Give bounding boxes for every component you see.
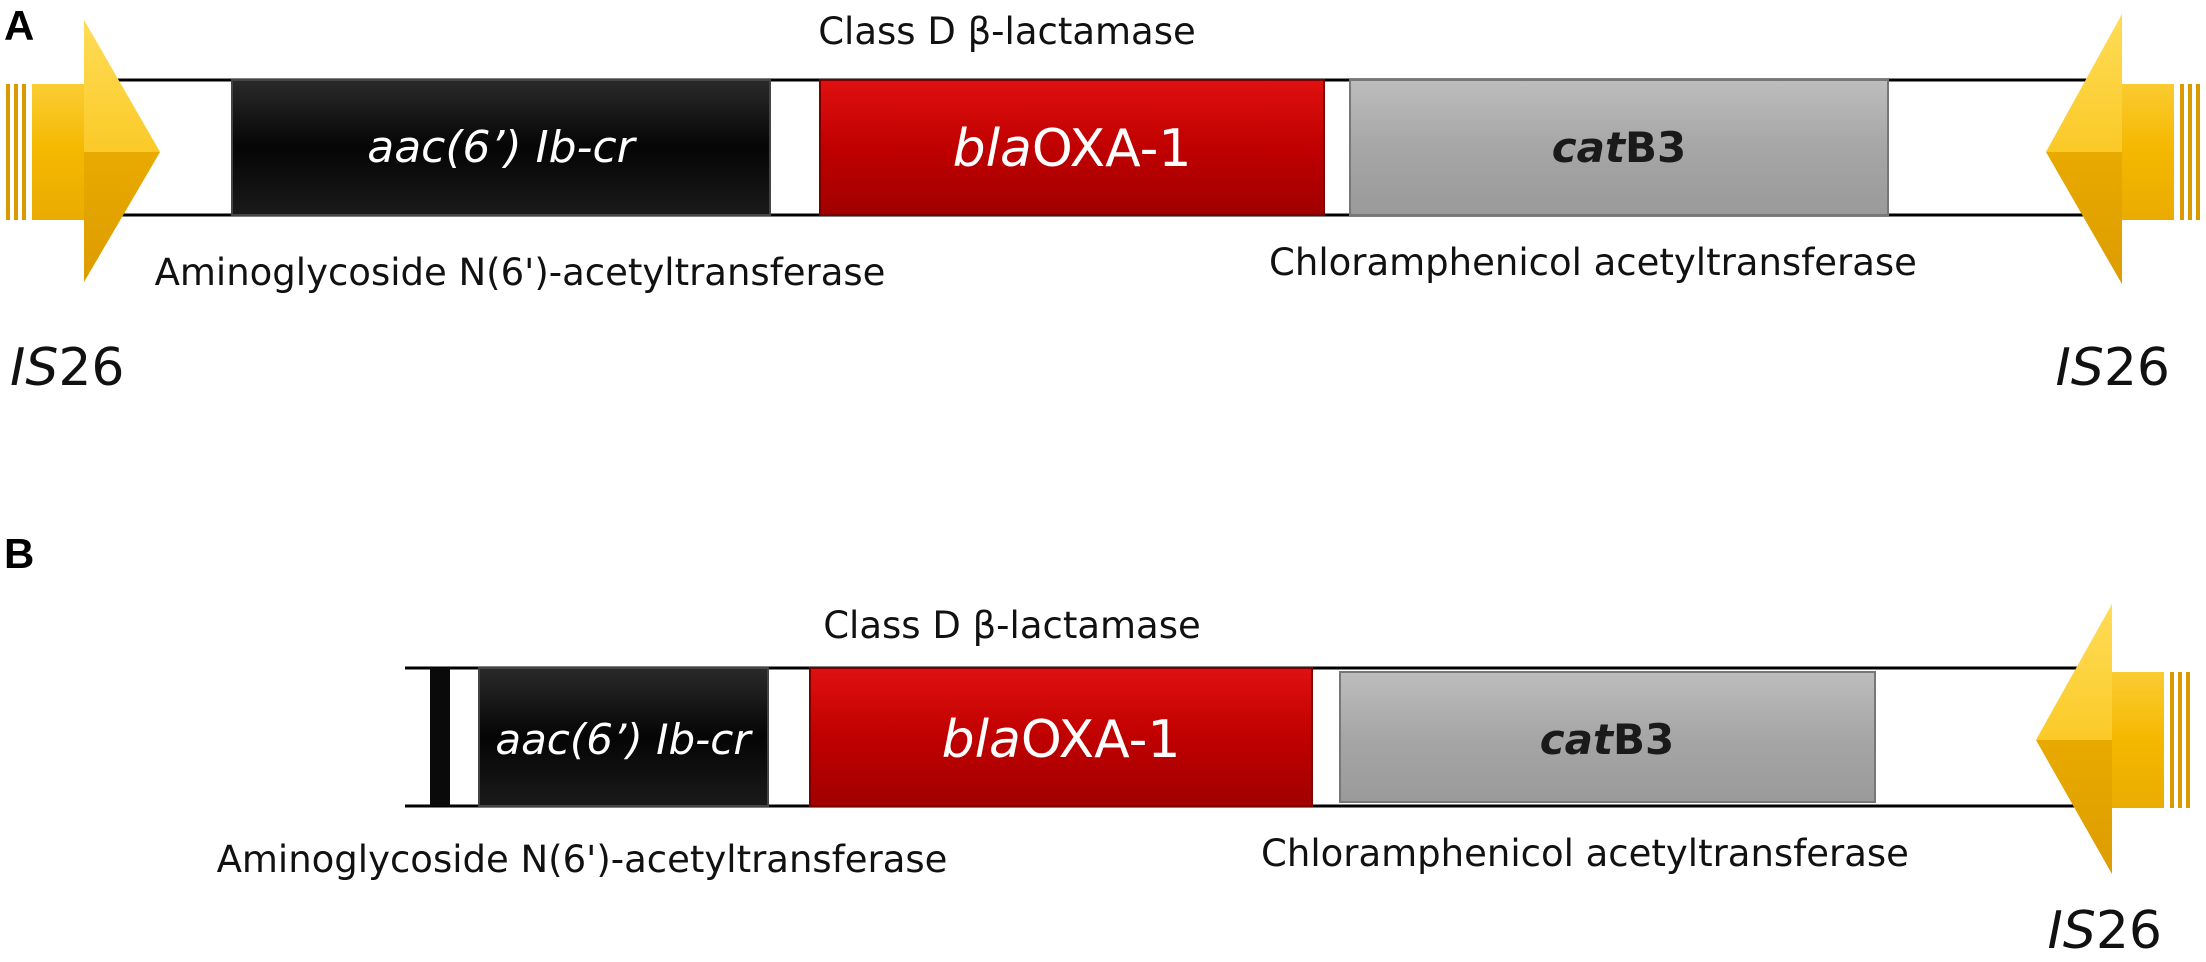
is26-label-right-plain: 26 — [2104, 338, 2170, 398]
is26-label-left: IS26 — [10, 338, 125, 398]
is26-label-right-italic: IS — [2055, 338, 2103, 398]
gene-label-aac: aac(6’) Ib-cr — [367, 122, 637, 173]
gene-label-cat: catB3 — [1552, 123, 1687, 172]
gene-caption-left: Aminoglycoside N(6')-acetyltransferase — [217, 838, 948, 881]
is26-label-right-plain: 26 — [2096, 901, 2162, 961]
panel-b: B Class D β-lactamase aac(6’) Ib-cr blaO… — [4, 530, 2190, 961]
gene-label-aac: aac(6’) Ib-cr — [495, 715, 753, 764]
gene-label-cat: catB3 — [1540, 715, 1675, 764]
gene-label-cat-italic: cat — [1540, 715, 1615, 764]
gene-box-cat: catB3 — [1349, 79, 1889, 216]
gene-box-bla: blaOXA-1 — [819, 79, 1325, 216]
is26-label-left-italic: IS — [10, 338, 58, 398]
is26-label-right-italic: IS — [2047, 901, 2095, 961]
panel-letter: A — [4, 2, 34, 49]
yellow-arrow-icon — [2036, 604, 2190, 874]
gene-box-aac: aac(6’) Ib-cr — [231, 79, 771, 216]
gene-label-cat-plain: B3 — [1613, 715, 1674, 764]
gene-box-aac: aac(6’) Ib-cr — [478, 667, 769, 807]
gene-caption-right: Chloramphenicol acetyltransferase — [1269, 241, 1917, 284]
panel-a: A Class D β-lactamase aac(6’) Ib- — [4, 2, 2200, 398]
gene-box-bla: blaOXA-1 — [809, 667, 1313, 807]
truncated-end-bar — [430, 668, 450, 806]
gene-caption-left: Aminoglycoside N(6')-acetyltransferase — [155, 251, 886, 294]
panel-letter: B — [4, 530, 34, 577]
gene-header-label: Class D β-lactamase — [818, 10, 1196, 53]
gene-label-bla-plain: OXA-1 — [1032, 119, 1192, 179]
gene-label-bla-plain: OXA-1 — [1021, 710, 1181, 770]
gene-label-cat-plain: B3 — [1625, 123, 1686, 172]
gene-label-cat-italic: cat — [1552, 123, 1627, 172]
gene-label-bla-italic: bla — [942, 710, 1021, 770]
is26-label-left-plain: 26 — [58, 338, 124, 398]
is26-label-right: IS26 — [2055, 338, 2170, 398]
yellow-arrow-icon — [2046, 14, 2200, 284]
yellow-arrow-icon — [6, 20, 160, 282]
is26-label-right: IS26 — [2047, 901, 2162, 961]
gene-label-bla-italic: bla — [953, 119, 1032, 179]
gene-header-label: Class D β-lactamase — [823, 604, 1201, 647]
gene-label-bla: blaOXA-1 — [953, 119, 1192, 179]
gene-caption-right: Chloramphenicol acetyltransferase — [1261, 832, 1909, 875]
gene-label-bla: blaOXA-1 — [942, 710, 1181, 770]
gene-box-cat: catB3 — [1339, 671, 1876, 803]
